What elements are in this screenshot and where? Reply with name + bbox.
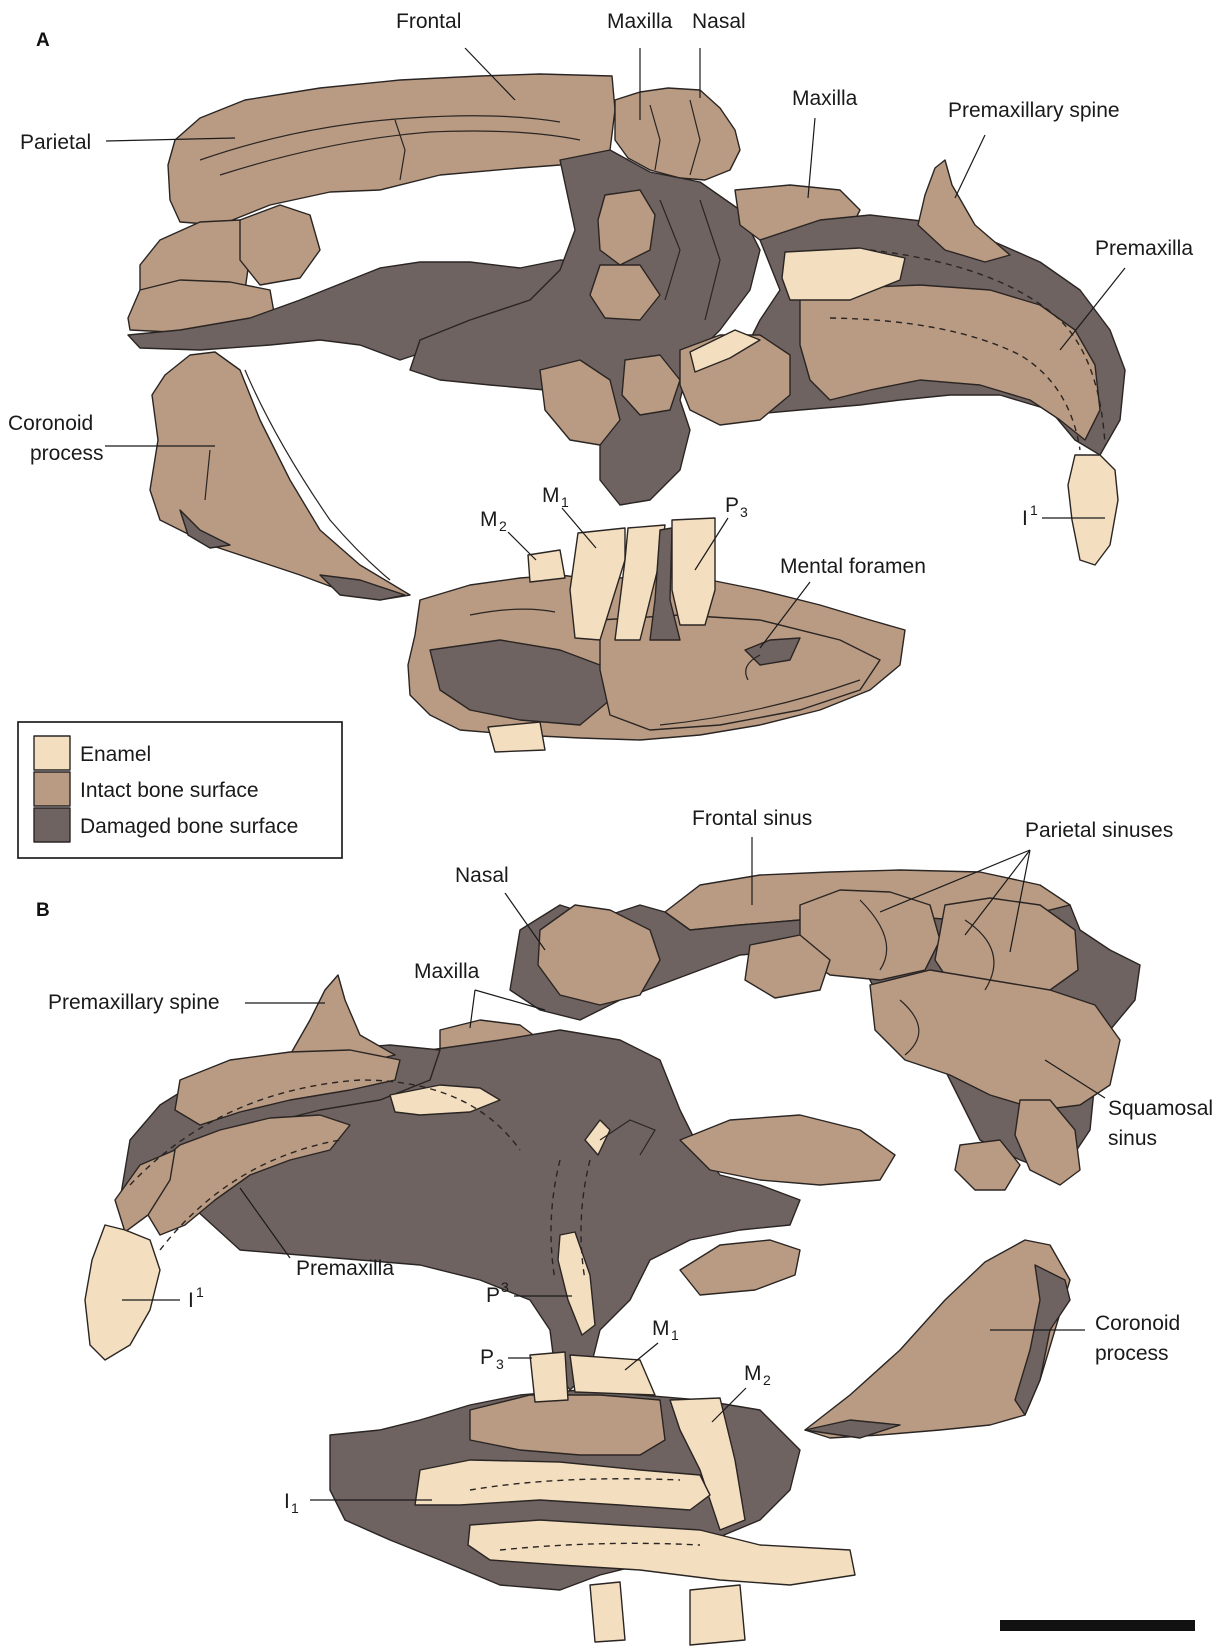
p3-lower-enamel-b — [530, 1352, 568, 1402]
label-i1-upper-b-text: I — [188, 1289, 194, 1312]
label-i1-upper-b: I 1 — [188, 1284, 204, 1312]
label-premaxillary-spine-b: Premaxillary spine — [48, 991, 220, 1014]
legend-swatch-damaged — [34, 808, 70, 842]
label-m2-lower-b-text: M — [744, 1362, 762, 1385]
label-i1-upper-b-sup: 1 — [196, 1284, 204, 1300]
label-coronoid-1-a: Coronoid — [8, 412, 93, 435]
label-m2-lower-b-sub: 2 — [763, 1372, 771, 1388]
label-p3-lower-b: P 3 — [480, 1346, 504, 1372]
maxilla-damaged-central-a — [410, 150, 760, 505]
legend-label-damaged: Damaged bone surface — [80, 815, 298, 838]
incisor-fragment-b — [590, 1582, 625, 1642]
label-i1-lower-b: I 1 — [284, 1490, 299, 1516]
p3-enamel-a — [672, 518, 715, 625]
label-i1-upper-a-text: I — [1022, 507, 1028, 530]
label-m1-a: M 1 — [542, 484, 569, 510]
incisor-root-b — [690, 1585, 745, 1645]
legend-swatch-intact — [34, 772, 70, 806]
panel-b: B — [36, 807, 1213, 1645]
parietal-fragment-a — [240, 205, 320, 285]
label-p3-a: P 3 — [725, 494, 748, 520]
label-premaxilla-a: Premaxilla — [1095, 237, 1193, 260]
scale-bar — [1000, 1620, 1195, 1631]
legend-label-enamel: Enamel — [80, 743, 151, 766]
label-p3-lower-b-sub: 3 — [496, 1356, 504, 1372]
label-m1-a-text: M — [542, 484, 560, 507]
mandible-bone-upper-b — [470, 1395, 665, 1455]
upper-incisor-enamel-a — [1068, 455, 1118, 565]
legend-label-intact: Intact bone surface — [80, 779, 259, 802]
legend: Enamel Intact bone surface Damaged bone … — [18, 722, 342, 858]
label-m2-a: M 2 — [480, 508, 507, 534]
label-p3-upper-b-text: P — [486, 1284, 500, 1307]
label-squamosal-2-b: sinus — [1108, 1127, 1157, 1150]
label-m1-a-sub: 1 — [561, 494, 569, 510]
label-m2-a-text: M — [480, 508, 498, 531]
label-squamosal-1-b: Squamosal — [1108, 1097, 1213, 1120]
panel-a: A — [8, 10, 1193, 858]
incisor-tip-a — [488, 722, 545, 752]
label-p3-upper-b-sup: 3 — [501, 1279, 509, 1295]
label-coronoid-1-b: Coronoid — [1095, 1312, 1180, 1335]
coronoid-process-b — [805, 1240, 1070, 1438]
label-maxilla-a: Maxilla — [792, 87, 858, 110]
label-m1-lower-b-text: M — [652, 1317, 670, 1340]
panel-label-a: A — [36, 30, 50, 51]
label-parietal-a: Parietal — [20, 131, 91, 154]
legend-swatch-enamel — [34, 736, 70, 770]
label-premaxilla-b: Premaxilla — [296, 1257, 394, 1280]
label-i1-upper-a-sup: 1 — [1030, 502, 1038, 518]
panel-label-b: B — [36, 900, 50, 921]
label-i1-lower-b-sub: 1 — [291, 1500, 299, 1516]
label-p3-a-text: P — [725, 494, 739, 517]
label-p3-lower-b-text: P — [480, 1346, 494, 1369]
label-maxilla-b: Maxilla — [414, 960, 480, 983]
label-coronoid-2-a: process — [30, 442, 104, 465]
label-maxilla-top-a: Maxilla — [607, 10, 673, 33]
maxilla-front-b — [680, 1240, 800, 1295]
label-nasal-b: Nasal — [455, 864, 509, 887]
label-m2-lower-b: M 2 — [744, 1362, 771, 1388]
label-i1-lower-b-text: I — [284, 1490, 290, 1513]
label-m1-lower-b: M 1 — [652, 1317, 679, 1343]
label-parietal-sinuses-b: Parietal sinuses — [1025, 819, 1173, 842]
label-frontal-a: Frontal — [396, 10, 461, 33]
label-frontal-sinus-b: Frontal sinus — [692, 807, 812, 830]
upper-incisor-enamel-b — [85, 1225, 160, 1360]
label-nasal-a: Nasal — [692, 10, 746, 33]
m1-lower-enamel-b — [570, 1355, 655, 1395]
label-p3-upper-b: P 3 — [486, 1279, 509, 1307]
label-m2-a-sub: 2 — [499, 518, 507, 534]
m2-enamel-a — [528, 550, 565, 582]
label-coronoid-2-b: process — [1095, 1342, 1169, 1365]
label-m1-lower-b-sub: 1 — [671, 1327, 679, 1343]
label-mental-foramen-a: Mental foramen — [780, 555, 926, 578]
parietal-bone-a — [168, 74, 615, 225]
label-premaxillary-spine-a: Premaxillary spine — [948, 99, 1120, 122]
label-i1-upper-a: I 1 — [1022, 502, 1038, 530]
label-p3-a-sub: 3 — [740, 504, 748, 520]
